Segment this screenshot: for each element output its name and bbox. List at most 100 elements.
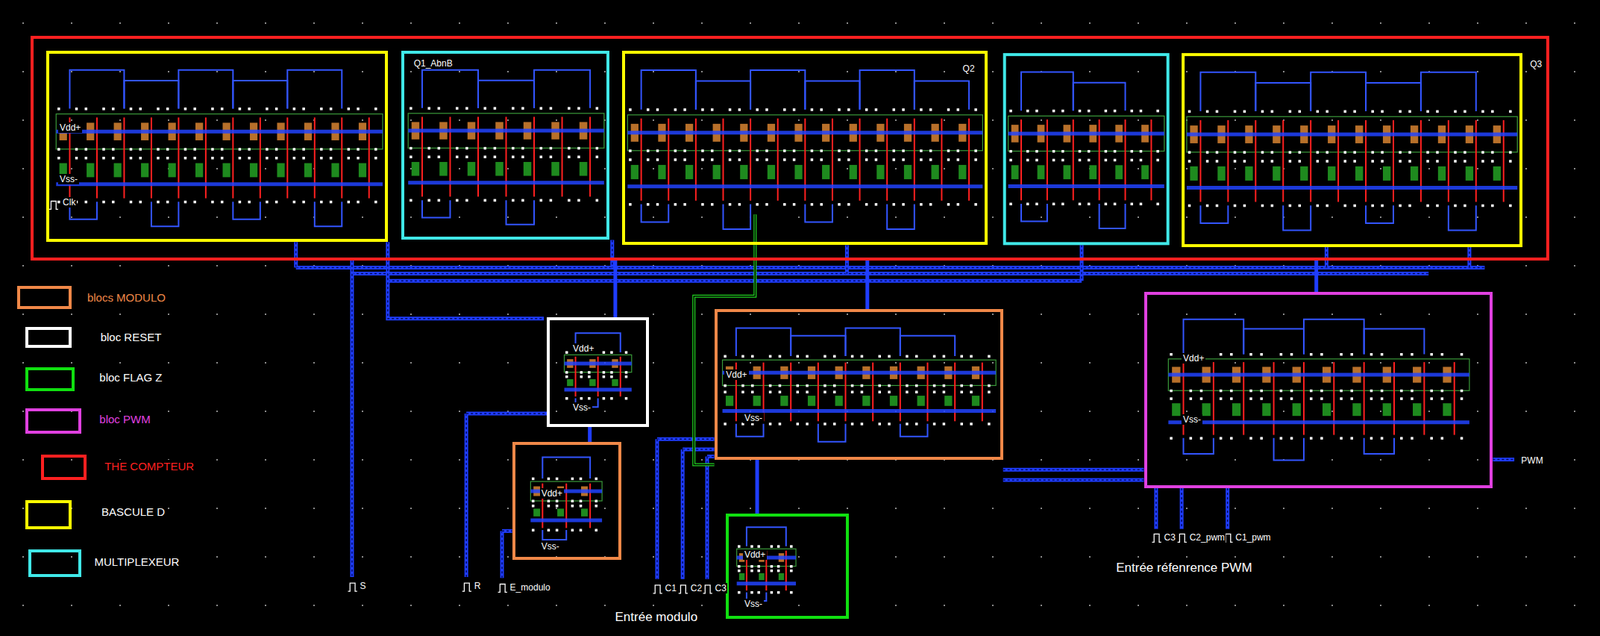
contact — [184, 156, 188, 160]
node-label: Vdd+ — [58, 122, 83, 133]
flipflop-block: Q2 — [622, 50, 988, 245]
poly-gate — [667, 118, 670, 201]
contact — [1380, 436, 1384, 440]
contact — [810, 158, 814, 162]
contact — [139, 156, 143, 160]
n-diffusion — [1217, 166, 1225, 181]
contact — [701, 202, 705, 206]
contact — [465, 199, 469, 203]
poly-gate — [1447, 120, 1450, 202]
contact — [1408, 159, 1412, 163]
n-diffusion — [862, 395, 870, 406]
contact — [1370, 389, 1374, 393]
legend-text: MULTIPLEXEUR — [92, 554, 181, 569]
pin-symbol — [498, 583, 508, 592]
n-diffusion — [439, 161, 448, 177]
contact — [783, 202, 787, 206]
contact — [778, 384, 782, 388]
contact — [139, 147, 143, 151]
wire-hatch — [1492, 458, 1515, 461]
contact — [577, 199, 581, 203]
contact — [1035, 202, 1039, 206]
contact — [878, 355, 882, 359]
contact — [865, 108, 869, 112]
poly-gate — [477, 116, 479, 197]
contact — [1087, 158, 1091, 162]
contact — [1078, 158, 1082, 162]
contact — [484, 106, 488, 110]
contact — [1200, 396, 1204, 400]
poly-gate — [1420, 120, 1422, 202]
contact — [1435, 159, 1439, 163]
contact — [1259, 436, 1263, 440]
contact — [1271, 110, 1275, 114]
contact — [1206, 159, 1210, 163]
metal-wire — [151, 201, 179, 227]
node-label: Q1_AbnB — [412, 58, 455, 69]
contact — [957, 108, 960, 112]
vss-rail — [530, 517, 602, 522]
connector-wire — [755, 459, 760, 514]
contact — [184, 107, 188, 111]
contact — [656, 149, 660, 153]
contact — [777, 569, 781, 573]
metal-wire — [746, 526, 787, 547]
contact — [555, 504, 559, 508]
node-label: Vss- — [742, 598, 764, 609]
contact — [166, 107, 170, 111]
contact — [75, 156, 79, 160]
contact — [1316, 110, 1320, 114]
contact — [1453, 110, 1457, 114]
node-label: Vdd+ — [540, 487, 564, 499]
poly-gate — [231, 117, 234, 198]
contact — [1233, 204, 1237, 208]
contact — [549, 106, 553, 110]
contact — [987, 422, 991, 426]
contact — [602, 350, 606, 354]
contact — [919, 149, 923, 153]
contact — [805, 355, 809, 359]
contact — [929, 108, 933, 112]
contact — [293, 156, 297, 160]
contact — [595, 106, 599, 110]
contact — [1087, 202, 1091, 206]
contact — [455, 199, 459, 203]
poly-gate — [886, 118, 888, 201]
poly-gate — [940, 118, 943, 201]
contact — [1156, 109, 1160, 113]
poly-gate — [1392, 120, 1395, 202]
contact — [701, 108, 705, 112]
contact — [220, 200, 224, 204]
contact — [1243, 150, 1247, 154]
contact — [796, 384, 800, 388]
contact — [1426, 159, 1430, 163]
contact — [347, 147, 351, 151]
contact — [1460, 396, 1464, 400]
contact — [1353, 159, 1357, 163]
pin-symbol — [1177, 533, 1187, 542]
contact — [847, 108, 851, 112]
contact — [587, 396, 591, 400]
contact — [455, 146, 459, 150]
contact — [549, 155, 553, 159]
node-label: Vss- — [540, 540, 561, 552]
contact — [1052, 149, 1056, 153]
contact — [1130, 202, 1134, 206]
contact — [540, 146, 544, 150]
pin-symbol — [1151, 533, 1161, 542]
contact — [1271, 204, 1275, 208]
wire-hatch — [1326, 246, 1328, 268]
contact — [974, 108, 978, 112]
contact — [778, 355, 782, 359]
contact — [1189, 436, 1193, 440]
poly-gate — [123, 117, 125, 198]
contact — [1491, 204, 1495, 208]
contact — [540, 199, 544, 203]
contact — [796, 390, 800, 394]
n-diffusion — [86, 163, 94, 178]
poly-gate — [859, 118, 861, 201]
contact — [437, 146, 441, 150]
contact — [577, 155, 581, 159]
contact — [571, 504, 575, 508]
